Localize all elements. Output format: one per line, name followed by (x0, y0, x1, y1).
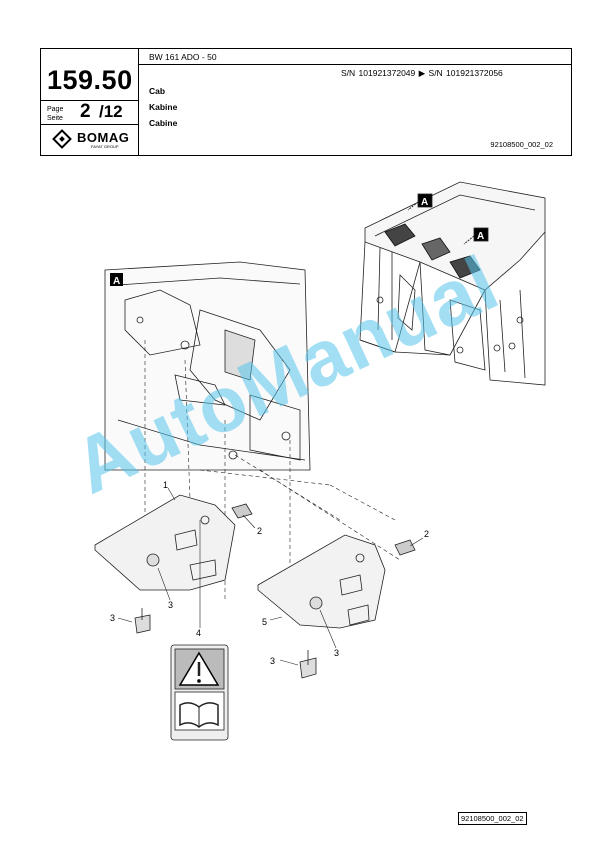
warning-decal (170, 644, 229, 741)
page-label: Page Seite (47, 106, 64, 122)
callout-3c: 3 (334, 648, 339, 658)
title-en: Cab (149, 86, 166, 96)
view-label-a-2: A (421, 197, 428, 208)
footer-doc-id: 92108500_002_02 (458, 812, 527, 825)
callout-3a: 3 (168, 600, 173, 610)
part-number-cell (41, 49, 139, 155)
doc-id: 92108500_002_02 (490, 140, 553, 149)
left-bracket (94, 494, 253, 634)
callout-1: 1 (163, 480, 168, 490)
serial-range: S/N 101921372049 ▶ S/N 101921372056 (341, 68, 503, 78)
callout-leaders (117, 487, 424, 666)
bomag-logo: BOMAG FAYAT GROUP (52, 129, 135, 152)
model-name: BW 161 ADO - 50 (149, 52, 217, 62)
callout-3b: 3 (110, 613, 115, 623)
page-total: /12 (99, 102, 123, 121)
right-bracket (257, 534, 416, 679)
detail-view-a (104, 261, 311, 471)
cab-overview (359, 181, 546, 386)
callout-2a: 2 (257, 526, 262, 536)
callout-3d: 3 (270, 656, 275, 666)
title-de: Kabine (149, 102, 178, 112)
callout-2b: 2 (424, 529, 429, 539)
title-fr: Cabine (149, 118, 178, 128)
callout-labels: A A A 1 2 2 3 3 3 3 4 5 (110, 197, 484, 666)
part-number: 159.50 (47, 65, 133, 95)
callout-4: 4 (196, 628, 201, 638)
view-label-a: A (113, 276, 120, 287)
callout-5: 5 (262, 617, 267, 627)
page-current: 2 (80, 101, 91, 122)
view-label-a-3: A (477, 231, 484, 242)
title-block: 159.50 Page Seite 2 /12 BOMAG FAYAT GROU… (40, 48, 572, 156)
